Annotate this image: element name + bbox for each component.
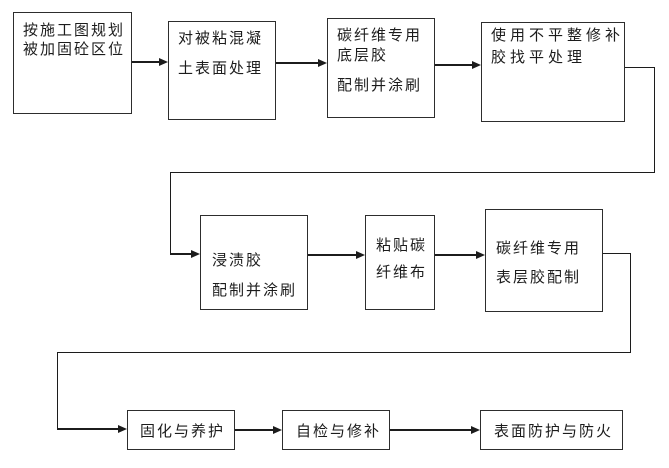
- connector-segment: [654, 67, 655, 173]
- arrowhead-right-icon: [318, 59, 327, 67]
- arrowhead-right-icon: [191, 250, 200, 258]
- flow-step-self-inspection-repair: 自检与修补: [282, 410, 390, 450]
- box-text-line: 使用不平整修补: [491, 27, 625, 44]
- connector-segment: [603, 253, 631, 254]
- connector-segment: [308, 254, 356, 256]
- box-text-line: 纤维布: [376, 264, 428, 281]
- flow-step-impregnation-adhesive: 浸渍胶 配制并涂刷: [200, 215, 308, 310]
- box-text-line: 自检与修补: [296, 422, 382, 440]
- connector-segment: [170, 172, 171, 254]
- box-text-line: 胶找平处理: [491, 49, 587, 66]
- connector-segment: [170, 253, 191, 255]
- box-text-line: 表层胶配制: [496, 269, 582, 286]
- connector-segment: [276, 62, 318, 64]
- arrowhead-right-icon: [476, 251, 485, 259]
- flow-step-leveling-repair: 使用不平整修补 胶找平处理: [481, 22, 625, 122]
- box-text-line: 被加固砼区位: [23, 41, 126, 58]
- box-text-line: 浸渍胶: [212, 252, 264, 269]
- arrowhead-right-icon: [273, 426, 282, 434]
- box-text-line: 固化与养护: [140, 422, 226, 440]
- box-text-line: 碳纤维专用: [337, 27, 423, 44]
- box-text-line: 土表面处理: [178, 60, 264, 77]
- connector-segment: [57, 352, 58, 429]
- connector-segment: [57, 428, 118, 430]
- flow-step-curing-maintenance: 固化与养护: [127, 410, 235, 450]
- flow-step-topcoat-adhesive: 碳纤维专用 表层胶配制: [485, 209, 603, 312]
- connector-segment: [435, 64, 472, 66]
- arrowhead-right-icon: [472, 61, 481, 69]
- arrowhead-right-icon: [159, 58, 168, 66]
- connector-segment: [57, 352, 631, 353]
- box-text-line: 对被粘混凝: [178, 30, 264, 47]
- connector-segment: [132, 61, 159, 63]
- connector-segment: [625, 67, 655, 68]
- flow-step-paste-cfrp-sheet: 粘贴碳 纤维布: [365, 215, 435, 310]
- connector-segment: [235, 429, 273, 431]
- flow-step-surface-protection: 表面防护与防火: [480, 410, 623, 450]
- box-text-line: 碳纤维专用: [496, 240, 582, 257]
- box-text-line: 粘贴碳: [376, 237, 428, 254]
- box-text-line: 配制并涂刷: [212, 282, 298, 299]
- flow-step-plan-area: 按施工图规划 被加固砼区位: [13, 12, 132, 114]
- flow-step-primer-adhesive: 碳纤维专用 底层胶 配制并涂刷: [327, 18, 435, 118]
- box-text-line: 配制并涂刷: [337, 77, 423, 94]
- arrowhead-right-icon: [471, 426, 480, 434]
- connector-segment: [390, 429, 471, 431]
- box-text-line: 表面防护与防火: [494, 422, 614, 440]
- connector-segment: [630, 253, 631, 353]
- flow-step-concrete-surface-treatment: 对被粘混凝 土表面处理: [168, 21, 276, 120]
- connector-segment: [435, 254, 476, 256]
- arrowhead-right-icon: [118, 425, 127, 433]
- arrowhead-right-icon: [356, 251, 365, 259]
- box-text-line: 底层胶: [337, 47, 389, 64]
- box-text-line: 按施工图规划: [23, 22, 126, 39]
- connector-segment: [170, 172, 655, 173]
